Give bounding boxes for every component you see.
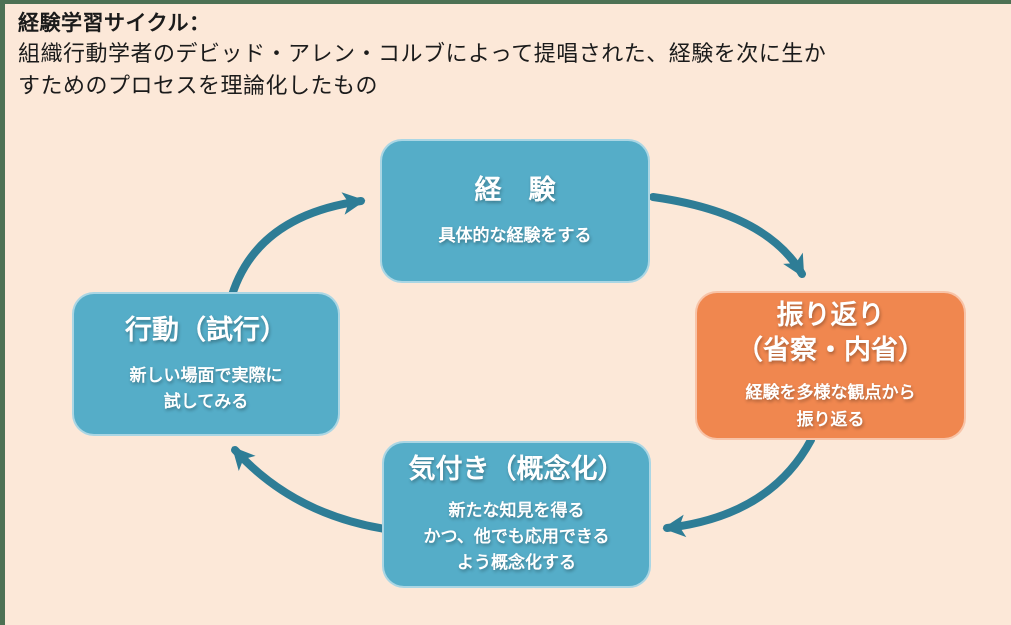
node-awareness-title: 気付き（概念化） (408, 454, 625, 486)
node-action-title: 行動（試行） (125, 314, 287, 346)
node-experience-title: 経 験 (474, 174, 556, 206)
node-experience: 経 験 具体的な経験をする (380, 139, 650, 283)
arrow-reflection-to-awareness (662, 436, 815, 538)
header: 経験学習サイクル： 組織行動学者のデビッド・アレン・コルブによって提唱された、経… (18, 8, 993, 103)
page-title: 経験学習サイクル： (18, 11, 211, 35)
node-reflection-desc: 経験を多様な観点から 振り返る (745, 383, 916, 430)
node-awareness: 気付き（概念化） 新たな知見を得る かつ、他でも応用できる よう概念化する (382, 441, 651, 588)
node-action-desc: 新しい場面で実際に 試してみる (129, 365, 283, 413)
node-reflection: 振り返り （省察・内省） 経験を多様な観点から 振り返る (695, 291, 966, 440)
node-action: 行動（試行） 新しい場面で実際に 試してみる (72, 292, 340, 436)
arrow-action-to-experience (226, 192, 366, 306)
arrow-awareness-to-action (231, 446, 389, 533)
node-experience-desc: 具体的な経験をする (438, 225, 592, 246)
node-awareness-desc: 新たな知見を得る かつ、他でも応用できる よう概念化する (423, 500, 610, 574)
arrow-experience-to-reflection (649, 193, 806, 278)
page-description: 組織行動学者のデビッド・アレン・コルブによって提唱された、経験を次に生か すため… (18, 42, 827, 99)
node-reflection-title: 振り返り （省察・内省） (736, 300, 925, 367)
